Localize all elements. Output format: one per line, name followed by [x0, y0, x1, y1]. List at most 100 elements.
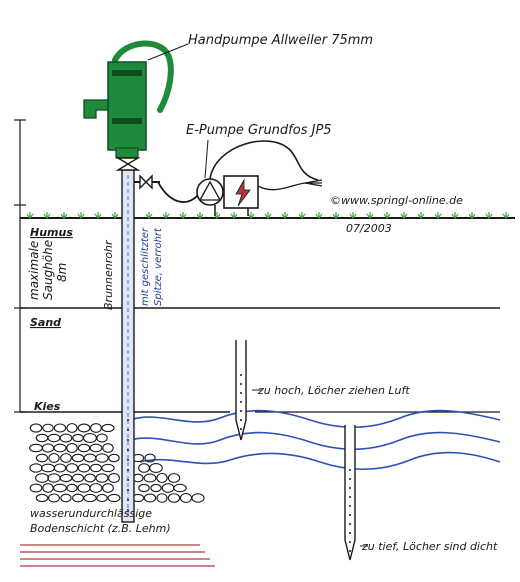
test-pipe-too-high: [235, 340, 247, 441]
grass-tuft: [417, 212, 425, 219]
gravel-layer: [29, 423, 205, 503]
gravel-stone: [95, 453, 109, 463]
gravel-stone: [35, 453, 49, 463]
test-pipe-too-deep: [344, 425, 356, 561]
gravel-stone: [53, 483, 67, 493]
grass-tuft: [366, 212, 374, 219]
pump-handle: [112, 40, 174, 113]
grass-tuft: [502, 212, 510, 219]
power-cable: [257, 182, 306, 191]
sand-label: Sand: [30, 316, 61, 329]
gravel-stone: [53, 423, 67, 433]
gravel-stone: [191, 493, 205, 503]
gravel-stone: [101, 423, 115, 433]
gravel-stone: [150, 483, 162, 493]
gravel-stone: [156, 493, 168, 503]
gravel-stone: [71, 473, 85, 483]
grass-tuft: [434, 212, 442, 219]
date-label: 07/2003: [346, 222, 392, 235]
gravel-stone: [167, 473, 181, 483]
filter-slots: [127, 419, 129, 511]
gravel-stone: [53, 463, 67, 473]
gravel-stone: [60, 493, 72, 503]
gravel-stone: [84, 473, 96, 483]
grass-tuft: [247, 212, 255, 219]
filter-holes-high: [240, 374, 242, 430]
gravel-stone: [156, 472, 168, 484]
max-suction-line1: maximale: [27, 241, 41, 300]
hand-pump: [83, 40, 174, 159]
grass-tuft: [349, 212, 357, 219]
suction-hose: [157, 181, 201, 203]
gravel-stone: [59, 473, 73, 483]
gravel-stone: [102, 443, 114, 453]
suction-height-dimension: [14, 119, 26, 413]
gravel-stone: [138, 463, 150, 473]
gravel-stone: [108, 472, 120, 484]
gravel-stone: [83, 453, 97, 463]
filter-hole: [127, 489, 129, 491]
gravel-stone: [77, 443, 91, 453]
grass-tuft: [264, 212, 272, 219]
groundwater-waves: [129, 409, 501, 471]
well-pipe-label: Brunnenrohr: [102, 239, 115, 310]
impermeable-line2: Bodenschicht (z.B. Lehm): [30, 522, 171, 535]
gravel-stone: [29, 443, 43, 453]
gravel-stone: [47, 433, 61, 443]
electric-pump-label: E-Pumpe Grundfos JP5: [186, 123, 332, 138]
impermeable-line1: wasserundurchlässige: [30, 507, 152, 520]
gravel-stone: [48, 453, 60, 463]
gravel-stone: [42, 423, 54, 433]
kies-label: Kies: [34, 400, 61, 413]
gravel-stone: [42, 483, 54, 493]
grass-tufts: [26, 212, 510, 219]
gravel-stone: [65, 463, 79, 473]
filter-hole: [127, 439, 129, 441]
gravel-stone: [167, 493, 181, 503]
filter-hole: [349, 496, 351, 498]
grass-tuft: [383, 212, 391, 219]
hand-pump-label: Handpumpe Allweiler 75mm: [188, 33, 373, 48]
gravel-stone: [89, 443, 103, 453]
lightning-icon: [235, 178, 251, 207]
filter-hole: [127, 419, 129, 421]
gravel-stone: [35, 473, 49, 483]
ground-surface: [20, 212, 515, 219]
gravel-stone: [107, 493, 121, 503]
website-label: ©www.springl-online.de: [330, 194, 463, 207]
gravel-stone: [173, 483, 187, 493]
grass-tuft: [179, 212, 187, 219]
gravel-stone: [53, 443, 67, 453]
annotation-arrows: [147, 43, 368, 547]
max-suction-line3: 8m: [55, 263, 69, 282]
grass-tuft: [485, 212, 493, 219]
gravel-stone: [72, 493, 84, 503]
gravel-stone: [77, 463, 91, 473]
gravel-stone: [59, 433, 73, 443]
clay-layer: [20, 544, 215, 567]
gravel-stone: [161, 483, 175, 493]
filter-hole: [240, 410, 242, 412]
grass-tuft: [111, 212, 119, 219]
gravel-stone: [71, 453, 85, 463]
grass-tuft: [43, 212, 51, 219]
pump-cylinder: [107, 61, 147, 151]
gravel-stone: [149, 462, 163, 474]
gravel-stone: [66, 442, 78, 454]
gravel-stone: [60, 453, 72, 463]
grass-tuft: [230, 212, 238, 219]
gravel-stone: [29, 423, 43, 433]
gravel-stone: [72, 433, 84, 443]
filter-hole: [127, 479, 129, 481]
gravel-stone: [77, 483, 91, 493]
filter-tip-label: mit geschlitzter Spitze, verrohrt: [140, 227, 164, 306]
gravel-stone: [83, 432, 97, 444]
gravel-stone: [101, 463, 115, 473]
filter-hole: [349, 478, 351, 480]
grass-tuft: [400, 212, 408, 219]
filter-tip-line1: mit geschlitzter: [140, 227, 151, 306]
gravel-stone: [90, 463, 102, 473]
gravel-stone: [89, 483, 103, 493]
gravel-stone: [108, 453, 120, 463]
filter-hole: [349, 532, 351, 534]
